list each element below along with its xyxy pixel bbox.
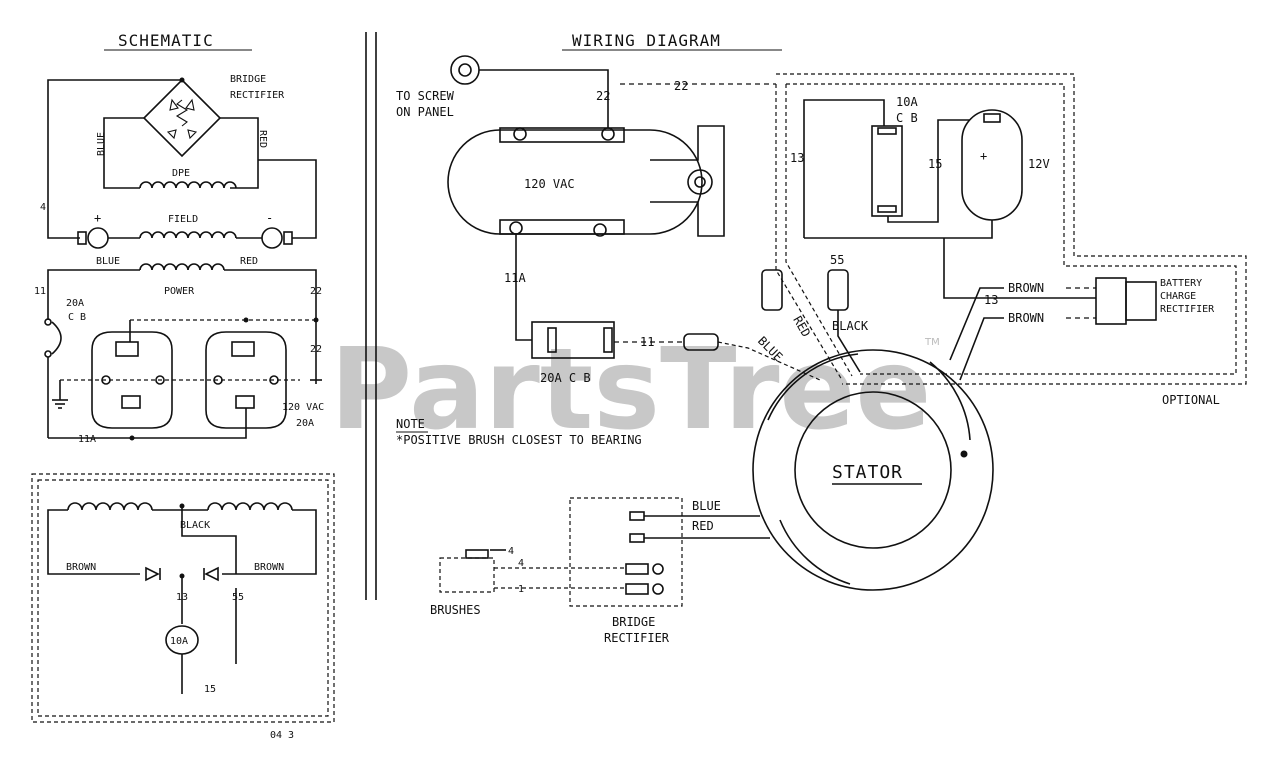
wire-11-wd: 11 xyxy=(640,335,654,349)
panel-vac-label: 120 VAC xyxy=(524,177,575,191)
cb-20a-label: 20A xyxy=(66,298,84,309)
optional-wire-13: 13 xyxy=(176,592,188,603)
battery-12v xyxy=(961,109,1023,221)
optional-brown-left: BROWN xyxy=(66,562,96,573)
bridge-label-2: RECTIFIER xyxy=(604,631,670,645)
brushes-symbol xyxy=(439,557,495,593)
schematic-circuit: BRIDGE RECTIFIER 4 BLUE RED DPE FIELD + … xyxy=(34,74,324,445)
optional-enclosure xyxy=(776,73,1247,385)
wire-22-label: 22 xyxy=(310,286,322,297)
stator-inner xyxy=(794,391,952,549)
optional-schematic: BLACK BROWN BROWN 13 55 10A 15 04 3 xyxy=(31,473,335,741)
panel-screw xyxy=(450,55,480,85)
receptacle-panel xyxy=(447,129,703,235)
optional-label: OPTIONAL xyxy=(1162,393,1220,407)
wire-13-wd: 13 xyxy=(790,151,804,165)
wire-15-wd: 15 xyxy=(928,157,942,171)
to-screw-label-2: ON PANEL xyxy=(396,105,454,119)
bridge-rectifier-label-1: BRIDGE xyxy=(230,74,266,85)
stator-outer xyxy=(752,349,994,591)
cb-20a-wd xyxy=(531,321,615,359)
schematic-heading: SCHEMATIC xyxy=(104,31,252,51)
red-label: RED xyxy=(257,130,268,148)
wire-22-top: 22 xyxy=(596,89,610,103)
note-text: *POSITIVE BRUSH CLOSEST TO BEARING xyxy=(396,433,642,447)
optional-wire-55: 55 xyxy=(232,592,244,603)
wire-4-label: 4 xyxy=(40,202,46,213)
cb-10a-wd xyxy=(871,125,903,217)
power-coil xyxy=(139,263,225,271)
wire-11-label: 11 xyxy=(34,286,46,297)
bridge-rectifier-box xyxy=(569,497,683,607)
bottom-red-label: RED xyxy=(692,519,714,533)
blue-label: BLUE xyxy=(96,132,107,156)
optional-brown-right: BROWN xyxy=(254,562,284,573)
power-label: POWER xyxy=(164,286,195,297)
minus-label: - xyxy=(266,211,273,225)
optional-cb-label: 10A xyxy=(170,636,188,647)
watermark-trademark: TM xyxy=(924,337,940,348)
battery-charge-label-2: CHARGE xyxy=(1160,291,1196,302)
bridge-rectifier-symbol xyxy=(142,78,222,158)
black-wd-label: BLACK xyxy=(832,319,869,333)
cb-10a-label-2: C B xyxy=(896,111,918,125)
wire-22b-label: 22 xyxy=(310,344,322,355)
optional-code: 04 3 xyxy=(270,730,294,741)
field-label: FIELD xyxy=(168,214,198,225)
black-connector xyxy=(827,269,849,311)
wiring-title: WIRING DIAGRAM xyxy=(572,31,721,50)
bottom-blue-label: BLUE xyxy=(692,499,721,513)
to-screw-label-1: TO SCREW xyxy=(396,89,455,103)
field-coil xyxy=(139,231,237,239)
schematic-title: SCHEMATIC xyxy=(118,31,214,50)
wire-13b-label: 13 xyxy=(984,293,998,307)
battery-12v-label: 12V xyxy=(1028,157,1050,171)
amp-label: 20A xyxy=(296,418,314,429)
cb-20a-wd-label: 20A C B xyxy=(540,371,591,385)
wiring-heading: WIRING DIAGRAM xyxy=(562,31,782,51)
optional-box xyxy=(31,473,335,723)
battery-charge-label-3: RECTIFIER xyxy=(1160,304,1215,315)
dpe-coil xyxy=(139,181,237,189)
wiring-circuit: TO SCREW ON PANEL 22 120 VAC 22 11A 20A … xyxy=(396,55,1247,645)
red-connector xyxy=(761,269,783,311)
power-blue-label: BLUE xyxy=(96,256,120,267)
receptacle-right xyxy=(205,331,287,429)
note-title: NOTE xyxy=(396,417,425,431)
watermark: PartsTree xyxy=(330,325,931,455)
battery-charge-rectifier xyxy=(1095,277,1127,325)
brown-2-label: BROWN xyxy=(1008,311,1044,325)
battery-plus: + xyxy=(980,149,987,163)
wire-55-wd: 55 xyxy=(830,253,844,267)
wire-1-wd: 1 xyxy=(518,584,524,595)
optional-wire-15: 15 xyxy=(204,684,216,695)
vac-label: 120 VAC xyxy=(282,402,324,413)
stator-label: STATOR xyxy=(832,462,903,483)
brushes-wire-4-top: 4 xyxy=(508,546,514,557)
dpe-label: DPE xyxy=(172,168,190,179)
battery-charge-label-1: BATTERY xyxy=(1160,278,1202,289)
brown-1-label: BROWN xyxy=(1008,281,1044,295)
receptacle-left xyxy=(91,331,173,429)
brushes-label: BRUSHES xyxy=(430,603,481,617)
divider xyxy=(365,32,377,600)
cb-10a-label-1: 10A xyxy=(896,95,918,109)
wire-4-wd: 4 xyxy=(518,558,524,569)
cb-label: C B xyxy=(68,312,86,323)
wire-11a-label-wd: 11A xyxy=(504,271,526,285)
brush-negative xyxy=(261,227,283,249)
wire-22-mid: 22 xyxy=(674,79,688,93)
wire-11a-label: 11A xyxy=(78,434,96,445)
bridge-rectifier-label-2: RECTIFIER xyxy=(230,90,285,101)
brush-positive xyxy=(87,227,109,249)
optional-black-label: BLACK xyxy=(180,520,210,531)
bridge-label-1: BRIDGE xyxy=(612,615,655,629)
power-red-label: RED xyxy=(240,256,258,267)
plus-label: + xyxy=(94,211,101,225)
